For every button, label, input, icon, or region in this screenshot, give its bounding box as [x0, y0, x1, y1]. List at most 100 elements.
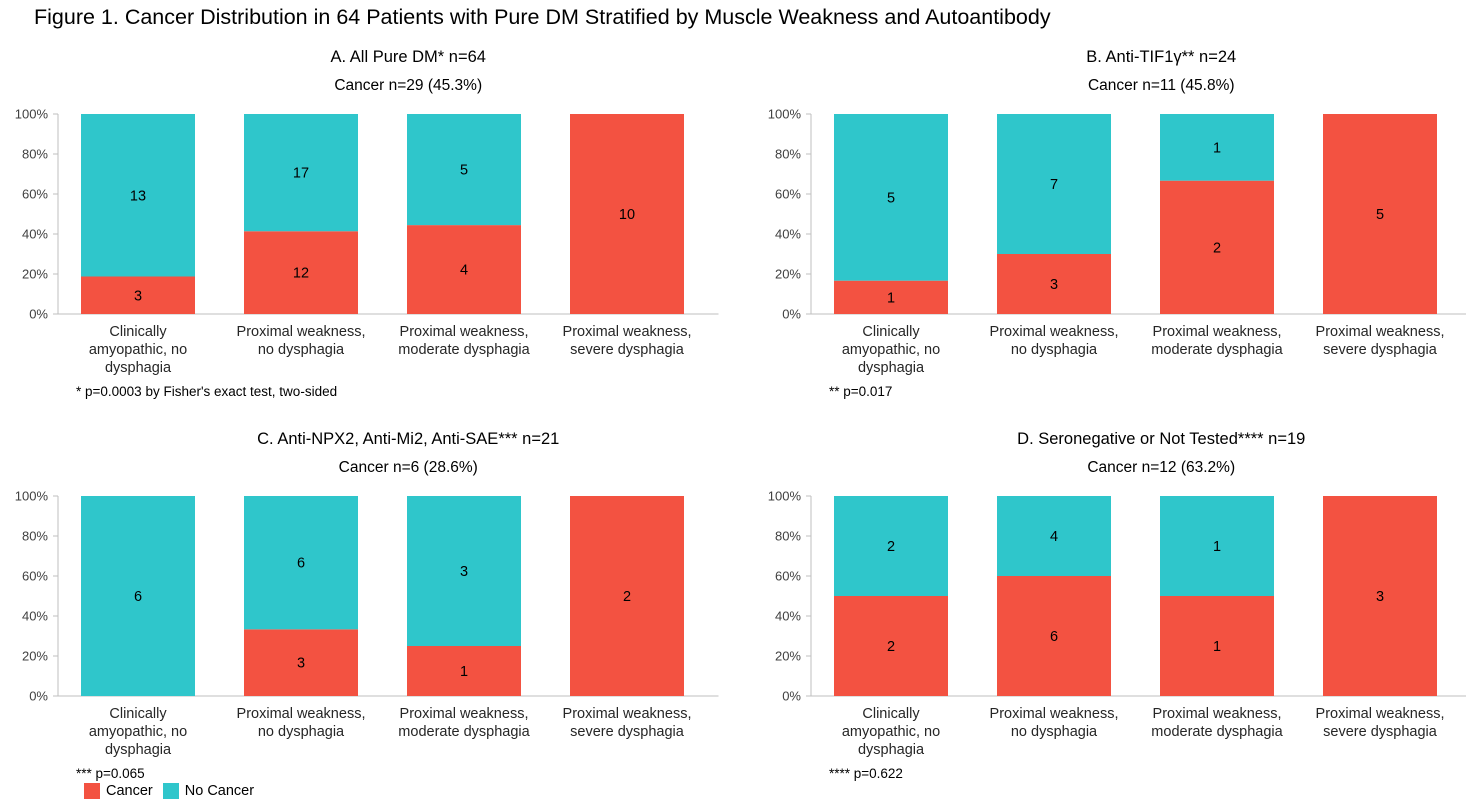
- x-tick-label-line: Proximal weakness,: [400, 706, 529, 722]
- x-tick-label: Proximal weakness,severe dysphagia: [1316, 324, 1445, 358]
- x-tick-label-line: dysphagia: [105, 360, 172, 376]
- x-tick-label-line: Clinically: [109, 706, 167, 722]
- x-tick-label-line: Proximal weakness,: [563, 324, 692, 340]
- x-tick-label: Proximal weakness,moderate dysphagia: [398, 324, 530, 358]
- x-tick-label-line: Proximal weakness,: [1153, 706, 1282, 722]
- y-tick-label: 40%: [775, 609, 801, 624]
- x-tick-label-line: dysphagia: [858, 742, 925, 758]
- legend-swatch-no-cancer: [162, 783, 179, 799]
- data-label-cancer: 1: [460, 664, 468, 680]
- x-tick-label-line: moderate dysphagia: [398, 724, 530, 740]
- x-tick-label-line: severe dysphagia: [570, 724, 685, 740]
- bar-cancer: [1323, 496, 1437, 696]
- x-tick-label: Proximal weakness,severe dysphagia: [563, 324, 692, 358]
- bar-no-cancer: [834, 496, 948, 596]
- y-tick-label: 100%: [15, 107, 49, 122]
- bar-cancer: [244, 231, 358, 314]
- chart-footnote: * p=0.0003 by Fisher's exact test, two-s…: [76, 384, 337, 399]
- bar-cancer: [997, 576, 1111, 696]
- y-tick-label: 20%: [22, 267, 48, 282]
- chart-footnote: **** p=0.622: [829, 766, 903, 781]
- x-tick-label-line: amyopathic, no: [842, 342, 940, 358]
- data-label-cancer: 2: [623, 589, 631, 605]
- data-label-cancer: 3: [1050, 277, 1058, 293]
- legend-label-cancer: Cancer: [106, 783, 153, 799]
- data-label-cancer: 1: [1213, 639, 1221, 655]
- x-tick-label: Proximal weakness,no dysphagia: [990, 324, 1119, 358]
- y-tick-label: 80%: [22, 147, 48, 162]
- bar-no-cancer: [1160, 496, 1274, 596]
- y-tick-label: 80%: [775, 147, 801, 162]
- x-tick-label-line: Proximal weakness,: [237, 324, 366, 340]
- x-tick-label-line: Clinically: [862, 706, 920, 722]
- data-label-cancer: 3: [297, 656, 305, 672]
- y-tick-label: 20%: [22, 649, 48, 664]
- chart-title: D. Seronegative or Not Tested**** n=19: [1017, 430, 1305, 448]
- data-label-no-cancer: 2: [887, 539, 895, 555]
- y-tick-label: 0%: [29, 689, 48, 704]
- chart-d: D. Seronegative or Not Tested**** n=19Ca…: [768, 430, 1466, 781]
- x-tick-label-line: no dysphagia: [1011, 342, 1098, 358]
- data-label-no-cancer: 1: [1213, 140, 1221, 156]
- y-tick-label: 40%: [775, 227, 801, 242]
- data-label-no-cancer: 17: [293, 166, 309, 182]
- legend-item-cancer: Cancer: [84, 783, 153, 799]
- bar-cancer: [407, 646, 521, 696]
- x-tick-label-line: severe dysphagia: [1323, 724, 1438, 740]
- y-tick-label: 100%: [768, 107, 802, 122]
- x-tick-label: Proximal weakness,moderate dysphagia: [1151, 324, 1283, 358]
- data-label-no-cancer: 5: [460, 163, 468, 179]
- y-tick-label: 20%: [775, 267, 801, 282]
- x-tick-label-line: Proximal weakness,: [1316, 706, 1445, 722]
- chart-subtitle: Cancer n=29 (45.3%): [334, 77, 482, 94]
- data-label-cancer: 3: [1376, 589, 1384, 605]
- data-label-no-cancer: 6: [134, 589, 142, 605]
- chart-title: A. All Pure DM* n=64: [331, 48, 486, 66]
- x-tick-label-line: Proximal weakness,: [237, 706, 366, 722]
- chart-footnote: ** p=0.017: [829, 384, 892, 399]
- bar-cancer: [244, 629, 358, 696]
- x-tick-label-line: Proximal weakness,: [1316, 324, 1445, 340]
- data-label-cancer: 6: [1050, 629, 1058, 645]
- data-label-cancer: 3: [134, 288, 142, 304]
- x-tick-label: Proximal weakness,no dysphagia: [237, 324, 366, 358]
- data-label-cancer: 12: [293, 266, 309, 282]
- x-tick-label-line: amyopathic, no: [89, 724, 187, 740]
- y-tick-label: 60%: [22, 187, 48, 202]
- bar-cancer: [81, 276, 195, 314]
- data-label-cancer: 5: [1376, 207, 1384, 223]
- data-label-no-cancer: 7: [1050, 177, 1058, 193]
- chart-title: C. Anti-NPX2, Anti-Mi2, Anti-SAE*** n=21: [257, 430, 559, 448]
- bar-no-cancer: [834, 114, 948, 281]
- chart-footnote: *** p=0.065: [76, 766, 145, 781]
- chart-subtitle: Cancer n=12 (63.2%): [1087, 459, 1235, 476]
- legend-item-no-cancer: No Cancer: [162, 783, 255, 799]
- legend-label-no-cancer: No Cancer: [184, 783, 255, 799]
- bar-cancer: [407, 225, 521, 314]
- bar-no-cancer: [1160, 114, 1274, 181]
- x-tick-label-line: no dysphagia: [1011, 724, 1098, 740]
- x-tick-label-line: moderate dysphagia: [1151, 724, 1283, 740]
- bar-cancer: [1323, 114, 1437, 314]
- y-tick-label: 60%: [22, 569, 48, 584]
- x-tick-label-line: moderate dysphagia: [398, 342, 530, 358]
- x-tick-label: Proximal weakness, moderate dysphagia: [1151, 706, 1283, 740]
- x-tick-label-line: dysphagia: [858, 360, 925, 376]
- x-tick-label: Proximal weakness,no dysphagia: [237, 706, 366, 740]
- chart-c: C. Anti-NPX2, Anti-Mi2, Anti-SAE*** n=21…: [15, 430, 719, 781]
- y-tick-label: 40%: [22, 609, 48, 624]
- x-tick-label: Proximal weakness,severe dysphagia: [563, 706, 692, 740]
- y-tick-label: 80%: [775, 529, 801, 544]
- x-tick-label-line: amyopathic, no: [842, 724, 940, 740]
- data-label-no-cancer: 3: [460, 564, 468, 580]
- data-label-no-cancer: 1: [1213, 539, 1221, 555]
- bar-no-cancer: [997, 114, 1111, 254]
- legend-swatch-cancer: [84, 783, 100, 799]
- y-tick-label: 100%: [768, 489, 802, 504]
- data-label-no-cancer: 5: [887, 190, 895, 206]
- x-tick-label-line: amyopathic, no: [89, 342, 187, 358]
- chart-title: B. Anti-TIF1γ** n=24: [1086, 48, 1236, 66]
- y-tick-label: 0%: [782, 307, 801, 322]
